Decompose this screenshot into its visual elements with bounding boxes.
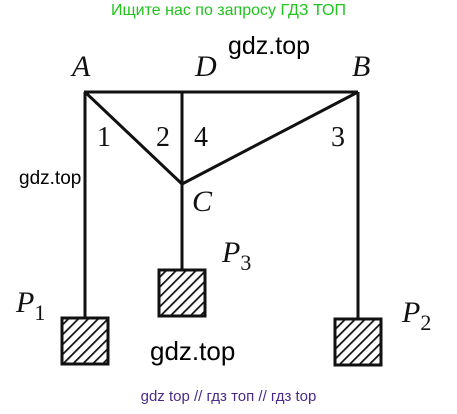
label-d: D — [194, 50, 217, 83]
rod-1 — [83, 90, 184, 186]
watermark-bottom: gdz.top — [150, 336, 236, 366]
weight-p1 — [60, 316, 110, 366]
rod-number-4: 4 — [194, 122, 208, 153]
label-b: B — [352, 50, 370, 83]
label-a: A — [70, 50, 91, 83]
label-p1: P1 — [15, 286, 45, 325]
watermark-left: gdz.top — [19, 168, 82, 189]
weight-p3 — [157, 268, 207, 318]
weight-p2 — [333, 317, 383, 367]
search-banner[interactable]: Ищите нас по запросу ГДЗ ТОП — [111, 2, 346, 19]
rod-number-1: 1 — [97, 122, 111, 153]
watermark-top: gdz.top — [228, 32, 311, 60]
label-p3: P3 — [221, 236, 251, 275]
footer-links[interactable]: gdz top // гдз топ // гдз top — [140, 388, 317, 405]
rod-3 — [181, 90, 359, 186]
rod-number-3: 3 — [331, 122, 345, 153]
rod-number-2: 2 — [156, 122, 170, 153]
label-p2: P2 — [401, 296, 431, 335]
label-c: C — [192, 185, 213, 218]
